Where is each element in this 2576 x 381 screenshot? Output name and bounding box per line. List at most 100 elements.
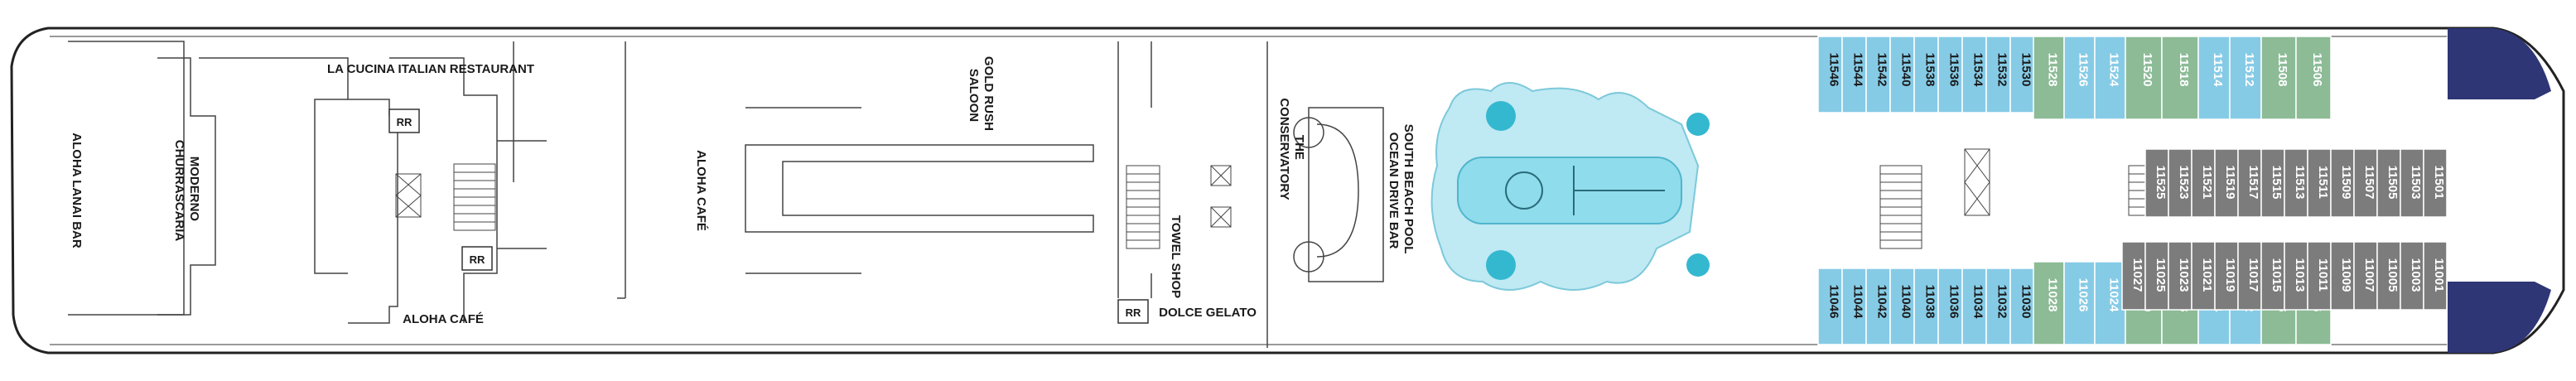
cabin-11015-box bbox=[2260, 241, 2285, 311]
cabin-11514[interactable]: 11514 bbox=[2211, 53, 2225, 88]
hot-tub-4 bbox=[1686, 253, 1710, 277]
cabin-11025[interactable]: 11025 bbox=[2154, 258, 2168, 292]
cabin-11027[interactable]: 11027 bbox=[2130, 258, 2144, 292]
cabin-11532[interactable]: 11532 bbox=[1995, 53, 2009, 87]
cabin-11536[interactable]: 11536 bbox=[1947, 53, 1961, 87]
cabin-11534[interactable]: 11534 bbox=[1971, 53, 1985, 88]
cabin-11028[interactable]: 11028 bbox=[2046, 278, 2060, 312]
cabin-11515[interactable]: 11515 bbox=[2270, 166, 2284, 200]
cabin-11011[interactable]: 11011 bbox=[2316, 258, 2330, 292]
cabin-11042[interactable]: 11042 bbox=[1875, 285, 1889, 319]
cabin-11509[interactable]: 11509 bbox=[2339, 166, 2353, 200]
cabin-11513[interactable]: 11513 bbox=[2293, 166, 2307, 200]
cabin-11511-box bbox=[2307, 148, 2332, 218]
restroom-2 bbox=[461, 246, 493, 271]
cabin-11528[interactable]: 11528 bbox=[2046, 53, 2060, 87]
cabin-11013[interactable]: 11013 bbox=[2293, 258, 2307, 292]
cabin-11526[interactable]: 11526 bbox=[2077, 53, 2091, 87]
cabin-11546[interactable]: 11546 bbox=[1827, 53, 1841, 87]
cabin-11021[interactable]: 11021 bbox=[2200, 258, 2214, 292]
bow-suite-top bbox=[2448, 28, 2551, 99]
cabin-11030[interactable]: 11030 bbox=[2019, 285, 2033, 319]
cabin-11520[interactable]: 11520 bbox=[2140, 53, 2154, 87]
cabin-11538[interactable]: 11538 bbox=[1923, 53, 1937, 87]
cabin-11019[interactable]: 11019 bbox=[2223, 258, 2237, 292]
cabin-11032-box bbox=[1985, 268, 2011, 345]
cabin-11507[interactable]: 11507 bbox=[2362, 166, 2376, 200]
label-aloha-lanai-bar: ALOHA LANAI BAR bbox=[70, 133, 84, 248]
cabin-11532-box bbox=[1985, 36, 2011, 113]
cabin-11032[interactable]: 11032 bbox=[1995, 285, 2009, 319]
cabin-11511[interactable]: 11511 bbox=[2316, 166, 2330, 199]
cabin-11024[interactable]: 11024 bbox=[2107, 278, 2121, 313]
cabin-11501[interactable]: 11501 bbox=[2432, 166, 2446, 200]
bow-suite-bottom bbox=[2448, 282, 2551, 353]
cabin-11017[interactable]: 11017 bbox=[2246, 258, 2260, 292]
cabin-11038[interactable]: 11038 bbox=[1923, 285, 1937, 319]
pool bbox=[1457, 157, 1682, 224]
cabin-11544[interactable]: 11544 bbox=[1851, 53, 1865, 88]
cabin-11003-box bbox=[2400, 241, 2424, 311]
cabin-11540-box bbox=[1889, 36, 1915, 113]
cabin-11520-box bbox=[2125, 36, 2163, 120]
cabin-11534-box bbox=[1961, 36, 1987, 113]
cabin-11034[interactable]: 11034 bbox=[1971, 285, 1985, 320]
cabin-11046[interactable]: 11046 bbox=[1827, 285, 1841, 319]
restroom-1-label: RR bbox=[397, 116, 412, 128]
cabin-11023[interactable]: 11023 bbox=[2177, 258, 2191, 292]
cabin-11521-box bbox=[2191, 148, 2216, 218]
cabin-11542[interactable]: 11542 bbox=[1875, 53, 1889, 87]
cabin-11005[interactable]: 11005 bbox=[2385, 258, 2400, 292]
cabin-11505[interactable]: 11505 bbox=[2385, 166, 2400, 200]
cabin-11040[interactable]: 11040 bbox=[1899, 285, 1913, 319]
cabin-11007[interactable]: 11007 bbox=[2362, 258, 2376, 292]
cabin-11514-box bbox=[2197, 36, 2231, 120]
cabin-11026[interactable]: 11026 bbox=[2077, 278, 2091, 312]
cabin-11036-box bbox=[1937, 268, 1963, 345]
cabin-11530[interactable]: 11530 bbox=[2019, 53, 2033, 87]
cabin-11001[interactable]: 11001 bbox=[2432, 258, 2446, 292]
pool-area bbox=[1430, 82, 1710, 291]
cabin-11003[interactable]: 11003 bbox=[2409, 258, 2423, 292]
cabin-11036[interactable]: 11036 bbox=[1947, 285, 1961, 319]
cabin-11524[interactable]: 11524 bbox=[2107, 53, 2121, 88]
cabin-11519-box bbox=[2214, 148, 2239, 218]
cabin-11528-box bbox=[2033, 36, 2065, 120]
cabin-11009[interactable]: 11009 bbox=[2339, 258, 2353, 292]
cabin-11015[interactable]: 11015 bbox=[2270, 258, 2284, 292]
cabin-11521[interactable]: 11521 bbox=[2200, 166, 2214, 200]
hot-tub-2 bbox=[1486, 250, 1516, 280]
label-aloha-cafe-mid: ALOHA CAFÉ bbox=[694, 150, 708, 231]
cabin-11021-box bbox=[2191, 241, 2216, 311]
cabin-11044[interactable]: 11044 bbox=[1851, 285, 1865, 320]
restrooms: RR RR RR bbox=[388, 109, 1149, 324]
cabin-11517[interactable]: 11517 bbox=[2246, 166, 2260, 200]
cabin-11506-box bbox=[2295, 36, 2332, 120]
cabin-11523[interactable]: 11523 bbox=[2177, 166, 2191, 200]
label-south-beach-l2: OCEAN DRIVE BAR bbox=[1387, 133, 1401, 249]
cabin-11040-box bbox=[1889, 268, 1915, 345]
cabin-11001-box bbox=[2423, 241, 2448, 311]
hot-tub-1 bbox=[1486, 101, 1516, 131]
cabin-11027-box bbox=[2121, 241, 2146, 311]
restroom-3-label: RR bbox=[1126, 306, 1141, 319]
restroom-3 bbox=[1117, 299, 1149, 324]
cabin-11536-box bbox=[1937, 36, 1963, 113]
buffet-line bbox=[745, 144, 1094, 233]
cabin-11512-box bbox=[2229, 36, 2262, 120]
cabin-11512[interactable]: 11512 bbox=[2242, 53, 2256, 87]
cabin-11526-box bbox=[2063, 36, 2096, 120]
cabin-11519[interactable]: 11519 bbox=[2223, 166, 2237, 200]
cabin-11518[interactable]: 11518 bbox=[2177, 53, 2191, 87]
cabin-11525-box bbox=[2144, 148, 2169, 218]
cabin-11507-box bbox=[2353, 148, 2378, 218]
cabin-11019-box bbox=[2214, 241, 2239, 311]
cabin-11540[interactable]: 11540 bbox=[1899, 53, 1913, 87]
cabin-11506[interactable]: 11506 bbox=[2310, 53, 2324, 87]
cabin-11525[interactable]: 11525 bbox=[2154, 166, 2168, 200]
label-gold-rush-l2: SALOON bbox=[967, 69, 981, 122]
cabin-11503[interactable]: 11503 bbox=[2409, 166, 2423, 200]
cabin-11508[interactable]: 11508 bbox=[2275, 53, 2289, 87]
cabin-11538-box bbox=[1913, 36, 1939, 113]
label-conservatory-l1: THE bbox=[1292, 135, 1306, 160]
